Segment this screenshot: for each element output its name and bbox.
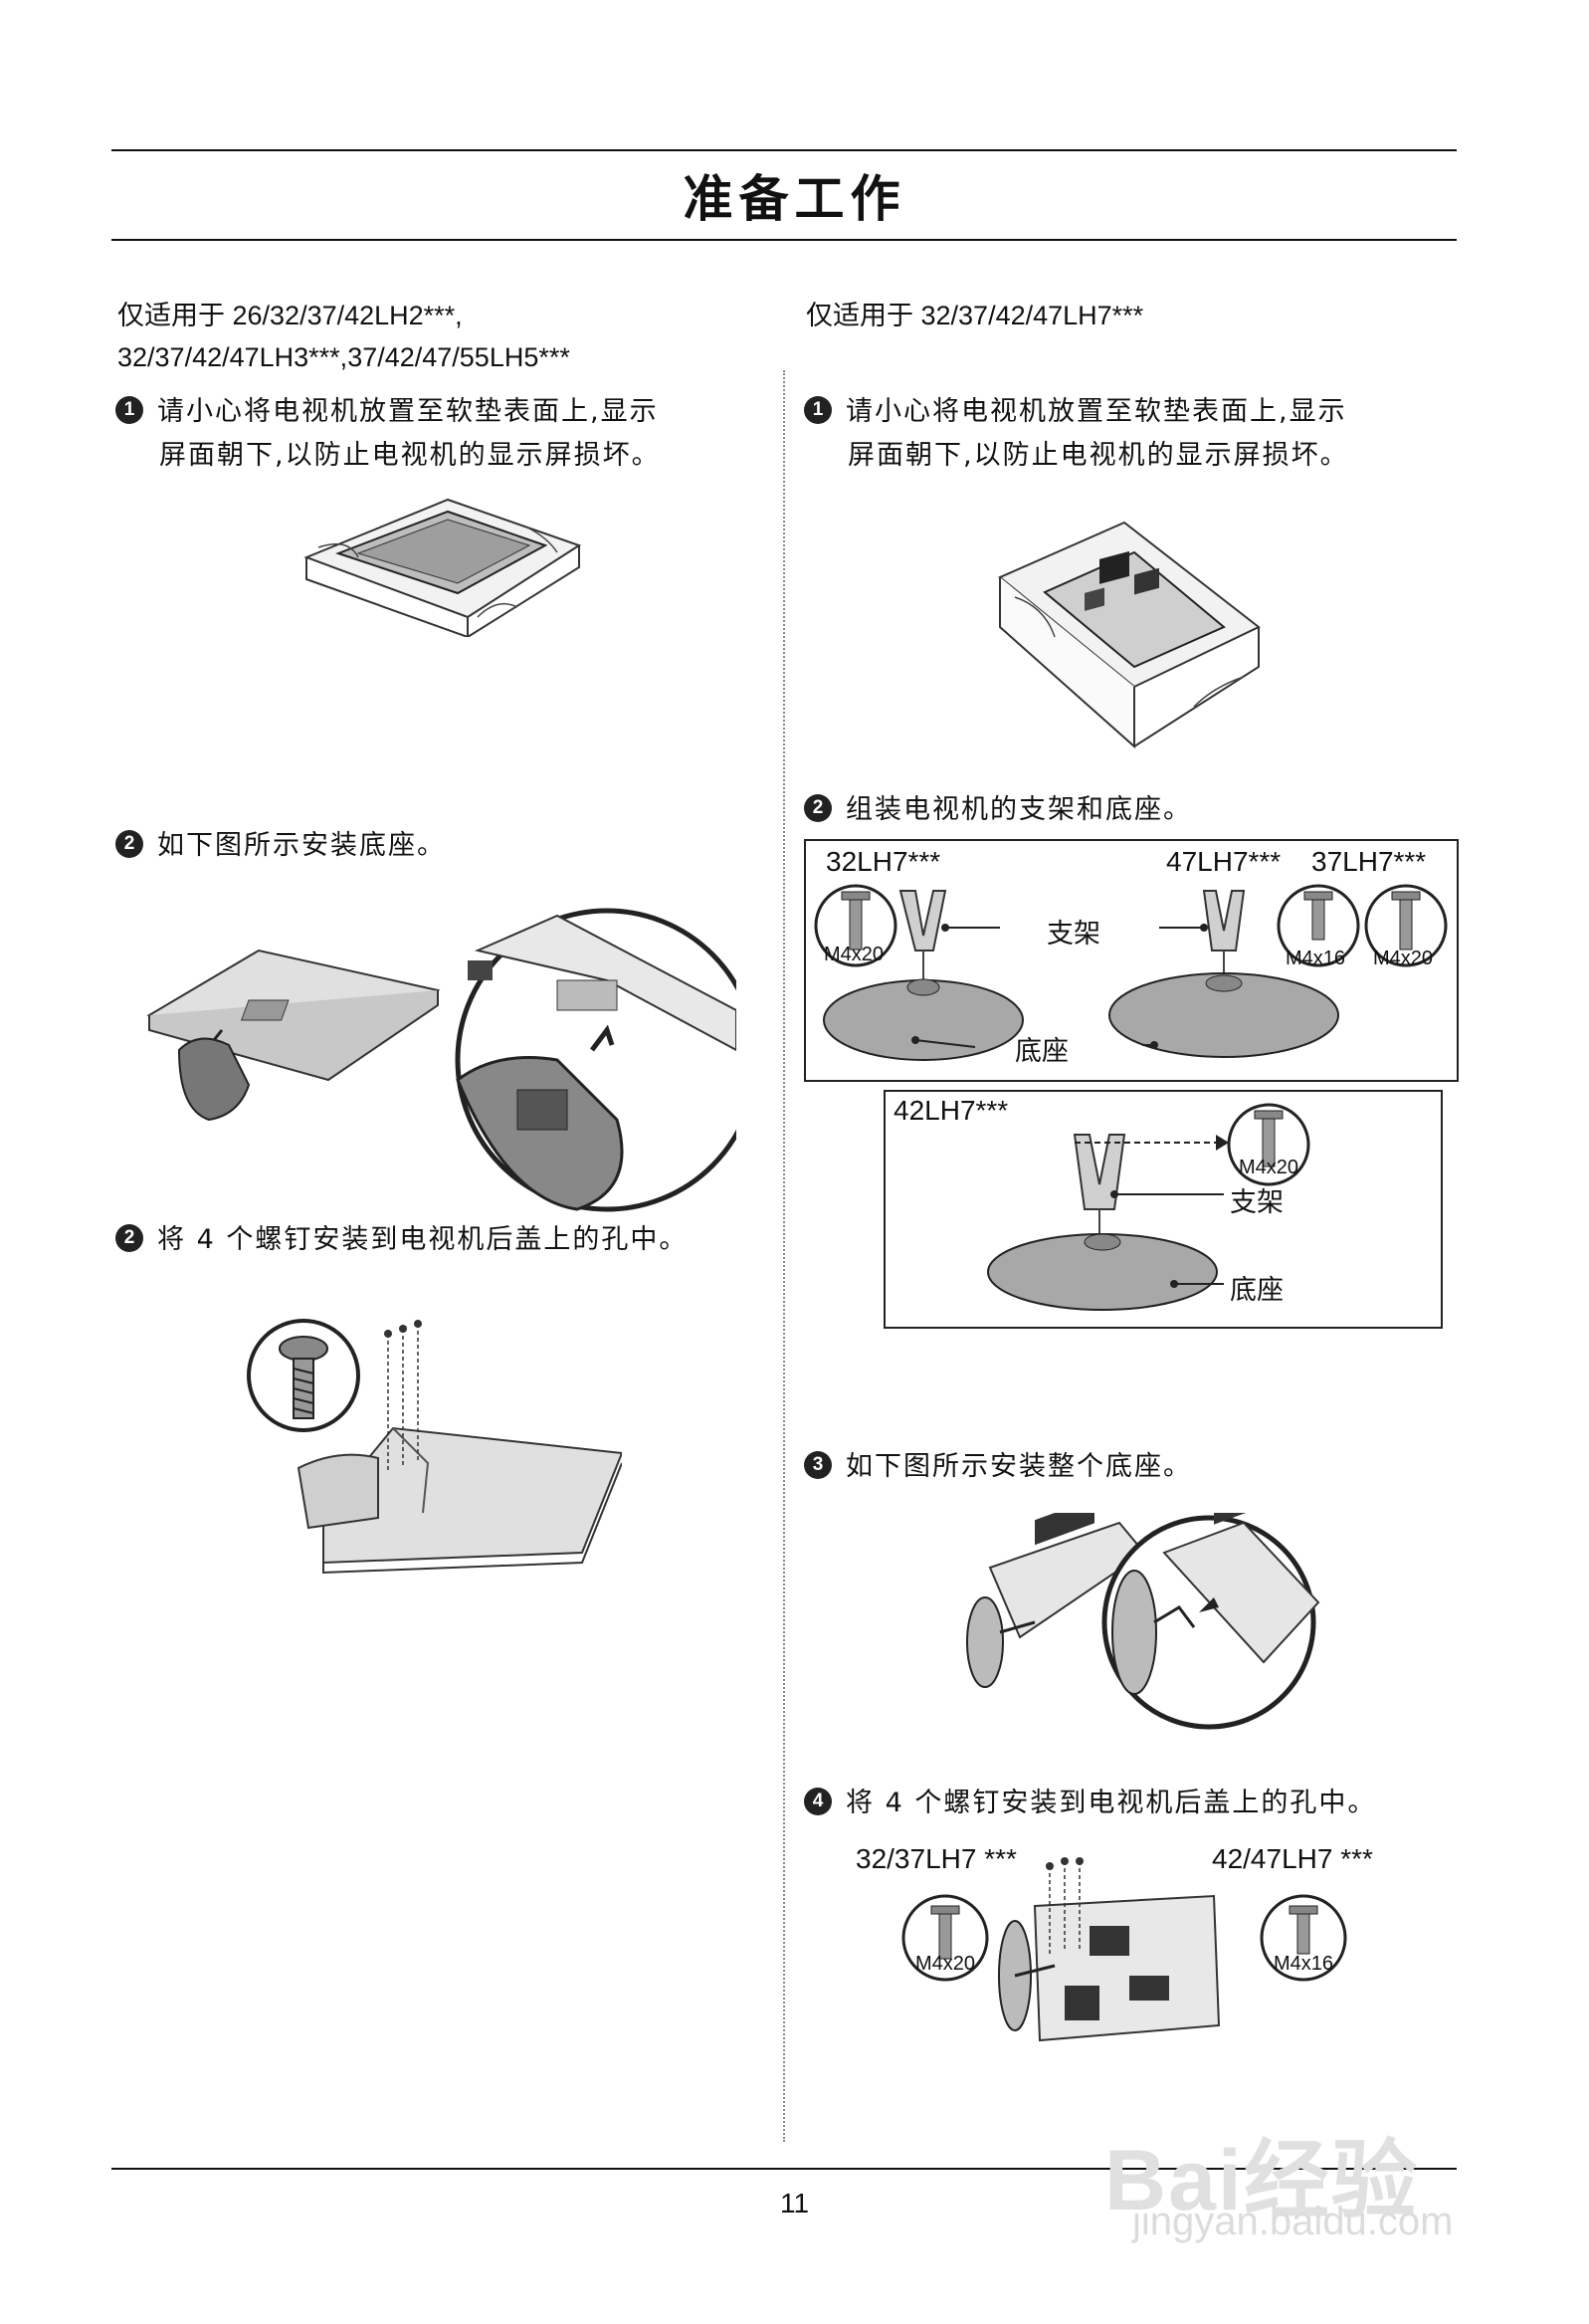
model-label-32-37lh7: 32/37LH7 *** bbox=[856, 1843, 1017, 1874]
left-heading: 仅适用于 26/32/37/42LH2***, 32/37/42/47LH3**… bbox=[117, 295, 570, 378]
step-number-badge: 2 bbox=[804, 793, 832, 822]
bottom-rule bbox=[111, 2168, 1457, 2170]
screw-size-label: M4x20 bbox=[915, 1953, 976, 1975]
left-step1-line2: 屏面朝下,以防止电视机的显示屏损坏。 bbox=[159, 440, 661, 471]
left-step-1: 1 请小心将电视机放置至软垫表面上,显示 屏面朝下,以防止电视机的显示屏损坏。 bbox=[115, 390, 752, 478]
right-step-3: 3 如下图所示安装整个底座。 bbox=[804, 1445, 1192, 1489]
step-number-badge: 4 bbox=[804, 1787, 832, 1815]
stand-assembly-box-2 bbox=[884, 1090, 1443, 1329]
base-install-illustration bbox=[146, 908, 736, 1212]
left-step-2: 2 如下图所示安装底座。 bbox=[115, 824, 446, 868]
left-step2-text: 如下图所示安装底座。 bbox=[157, 830, 446, 861]
right-step-2: 2 组装电视机的支架和底座。 bbox=[804, 788, 1192, 832]
stand-and-base-illustration-2 bbox=[987, 1103, 1310, 1311]
screw-size-label: M4x16 bbox=[1286, 948, 1346, 969]
step-number-badge: 1 bbox=[115, 395, 143, 424]
right-step4-text: 将 4 个螺钉安装到电视机后盖上的孔中。 bbox=[846, 1788, 1377, 1818]
base-label: 底座 bbox=[1015, 1036, 1069, 1067]
right-step1-line2: 屏面朝下,以防止电视机的显示屏损坏。 bbox=[848, 440, 1349, 471]
step-number-badge: 2 bbox=[115, 1223, 143, 1252]
screw-size-label: M4x20 bbox=[1239, 1157, 1299, 1178]
model-label-47lh7: 47LH7*** bbox=[1166, 846, 1282, 877]
left-heading-line1: 仅适用于 26/32/37/42LH2***, bbox=[117, 301, 463, 330]
tv-on-cushion-illustration bbox=[303, 498, 582, 637]
left-step1-line1: 请小心将电视机放置至软垫表面上,显示 bbox=[157, 396, 659, 427]
model-label-42-47lh7: 42/47LH7 *** bbox=[1212, 1843, 1373, 1874]
screw-size-label: M4x16 bbox=[1274, 1953, 1334, 1975]
screw-mount-illustration-right bbox=[901, 1857, 1347, 2042]
left-step-3: 2 将 4 个螺钉安装到电视机后盖上的孔中。 bbox=[115, 1218, 688, 1262]
right-heading: 仅适用于 32/37/42/47LH7*** bbox=[806, 301, 1144, 330]
left-heading-line2: 32/37/42/47LH3***,37/42/47/55LH5*** bbox=[117, 342, 570, 372]
bracket-label: 支架 bbox=[1230, 1187, 1284, 1218]
stand-and-base-illustration-1 bbox=[814, 884, 1448, 1061]
step-number-badge: 2 bbox=[115, 829, 143, 858]
column-divider bbox=[783, 370, 785, 2142]
baidu-watermark-logo: Bai经验 bbox=[1104, 2133, 1419, 2228]
baidu-watermark-url: jingyan.baidu.com bbox=[1132, 2200, 1454, 2243]
right-step1-line1: 请小心将电视机放置至软垫表面上,显示 bbox=[846, 396, 1347, 427]
page-number: 11 bbox=[779, 2188, 810, 2218]
stand-mount-illustration bbox=[966, 1513, 1320, 1730]
stand-assembly-box-1 bbox=[804, 839, 1459, 1082]
page-title: 准备工作 bbox=[683, 170, 906, 228]
screw-install-illustration bbox=[247, 1319, 622, 1575]
right-step-4: 4 将 4 个螺钉安装到电视机后盖上的孔中。 bbox=[804, 1782, 1376, 1825]
bracket-label: 支架 bbox=[1047, 919, 1100, 950]
model-label-42lh7: 42LH7*** bbox=[894, 1095, 1009, 1126]
model-label-37lh7: 37LH7*** bbox=[1311, 846, 1427, 877]
step-number-badge: 3 bbox=[804, 1450, 832, 1479]
title-underline bbox=[111, 239, 1457, 241]
step-number-badge: 1 bbox=[804, 395, 832, 424]
top-rule bbox=[111, 149, 1457, 151]
screw-size-label: M4x20 bbox=[1373, 948, 1434, 969]
right-step3-text: 如下图所示安装整个底座。 bbox=[846, 1451, 1192, 1482]
model-label-32lh7: 32LH7*** bbox=[826, 846, 941, 877]
right-step-1: 1 请小心将电视机放置至软垫表面上,显示 屏面朝下,以防止电视机的显示屏损坏。 bbox=[804, 390, 1441, 478]
screw-size-label: M4x20 bbox=[824, 944, 885, 965]
base-label: 底座 bbox=[1230, 1275, 1284, 1306]
tv-on-cushion-illustration-right bbox=[998, 521, 1261, 749]
left-step3-text: 将 4 个螺钉安装到电视机后盖上的孔中。 bbox=[157, 1224, 689, 1255]
right-step2-text: 组装电视机的支架和底座。 bbox=[846, 794, 1192, 825]
